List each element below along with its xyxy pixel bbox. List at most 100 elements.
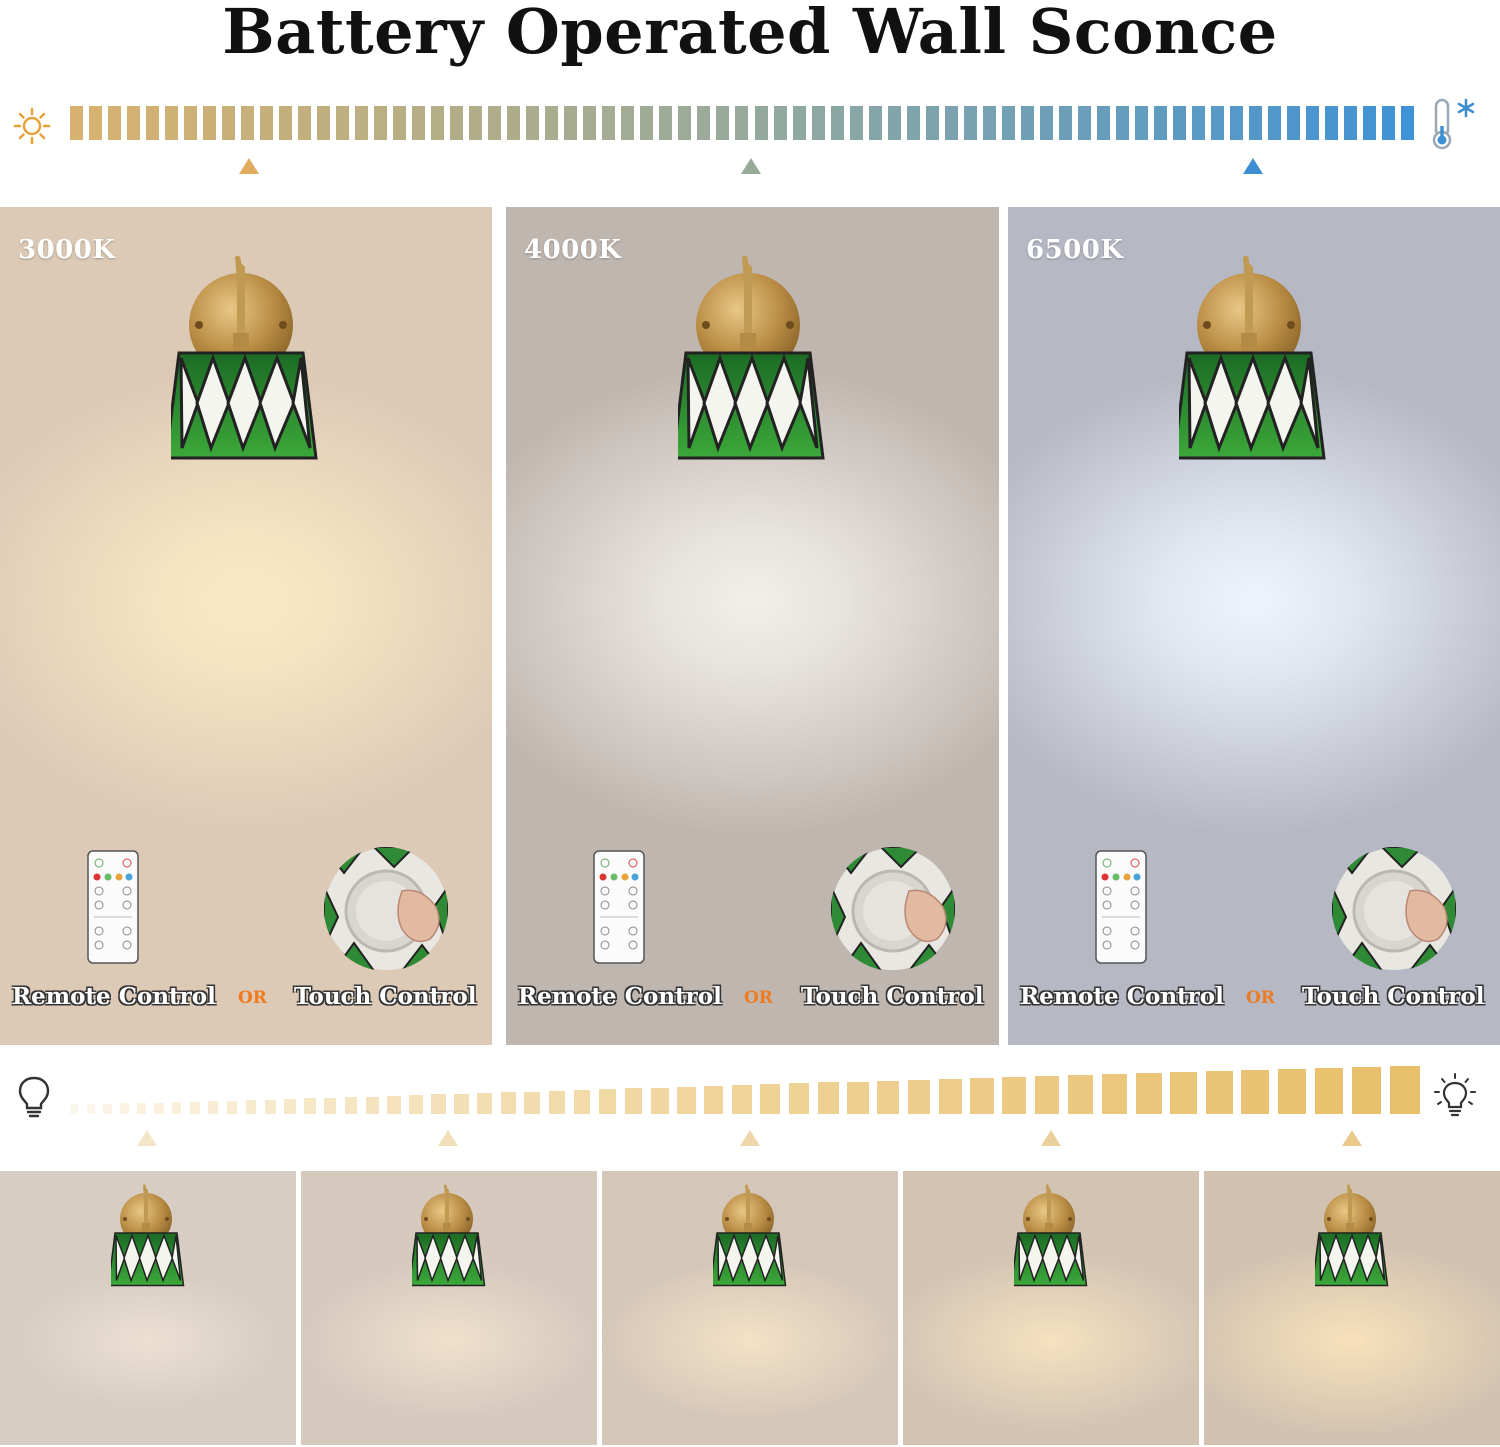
remote-control-image xyxy=(1094,849,1148,965)
temperature-segment xyxy=(1400,106,1414,140)
brightness-segment xyxy=(1067,1075,1094,1114)
brightness-segment xyxy=(1314,1068,1344,1114)
color-temperature-label: 3000K xyxy=(18,235,116,265)
marker-warm xyxy=(239,158,259,174)
brightness-marker xyxy=(438,1130,458,1146)
brightness-segment xyxy=(245,1100,257,1114)
brightness-panel xyxy=(1204,1171,1500,1445)
wall-sconce xyxy=(1172,253,1329,467)
brightness-segment xyxy=(264,1099,276,1114)
temperature-segment xyxy=(336,106,350,140)
brightness-segment xyxy=(524,1091,541,1114)
color-temperature-label: 4000K xyxy=(524,235,622,265)
brightness-segment xyxy=(284,1099,296,1114)
wall-sconce xyxy=(670,253,828,467)
color-temperature-panel: 6500K xyxy=(1008,207,1500,1045)
brightness-segment xyxy=(938,1078,962,1114)
temperature-segment xyxy=(317,106,331,140)
temperature-segment xyxy=(1362,106,1376,140)
brightness-segment xyxy=(817,1082,839,1114)
temperature-segment xyxy=(1305,106,1319,140)
temperature-segment xyxy=(1267,106,1281,140)
temperature-segment xyxy=(412,106,426,140)
brightness-segment xyxy=(677,1086,696,1114)
remote-control-image xyxy=(592,849,646,965)
marker-neutral xyxy=(741,158,761,174)
brightness-marker xyxy=(1041,1130,1061,1146)
brightness-segment xyxy=(1101,1074,1128,1114)
temperature-segment xyxy=(450,106,464,140)
temperature-segment xyxy=(602,106,616,140)
brightness-segment xyxy=(304,1098,316,1114)
temperature-segment xyxy=(811,106,825,140)
brightness-segment xyxy=(387,1095,401,1114)
bulb-on-icon xyxy=(1434,1073,1476,1117)
brightness-segment xyxy=(226,1100,237,1114)
temperature-segment xyxy=(887,106,901,140)
touch-control-label: Touch Control xyxy=(294,983,477,1010)
touch-control-label: Touch Control xyxy=(1302,983,1485,1010)
brightness-segment xyxy=(624,1088,643,1114)
temperature-segment xyxy=(488,106,502,140)
brightness-segment xyxy=(431,1094,446,1114)
temperature-segment xyxy=(944,106,958,140)
temperature-segment xyxy=(469,106,483,140)
wall-sconce xyxy=(709,1183,788,1292)
temperature-segment xyxy=(982,106,996,140)
brightness-segment xyxy=(598,1089,617,1114)
temperature-segment xyxy=(1058,106,1072,140)
temperature-segment xyxy=(507,106,521,140)
bulb-off-icon xyxy=(18,1076,50,1118)
brightness-segment xyxy=(704,1085,724,1114)
temperature-segment xyxy=(374,106,388,140)
temperature-segment xyxy=(678,106,692,140)
temperature-segment xyxy=(963,106,977,140)
brightness-segment xyxy=(500,1092,516,1114)
remote-control-label: Remote Control xyxy=(12,983,216,1010)
brightness-segment xyxy=(1135,1073,1162,1114)
temperature-segment xyxy=(583,106,597,140)
touch-control-label: Touch Control xyxy=(801,983,984,1010)
sun-icon xyxy=(13,107,51,145)
brightness-segment xyxy=(788,1083,810,1114)
brightness-segment xyxy=(477,1093,493,1114)
temperature-segment xyxy=(1020,106,1034,140)
temperature-segment xyxy=(1210,106,1224,140)
temperature-segment xyxy=(868,106,882,140)
wall-sconce xyxy=(107,1183,186,1292)
brightness-segment xyxy=(120,1103,129,1114)
temperature-segment xyxy=(279,106,293,140)
brightness-segment xyxy=(1352,1067,1382,1114)
temperature-segment xyxy=(1191,106,1205,140)
brightness-segment xyxy=(103,1103,112,1114)
temperature-segment xyxy=(545,106,559,140)
temperature-segment xyxy=(1077,106,1091,140)
temperature-segment xyxy=(260,106,274,140)
color-temperature-panel: 4000K xyxy=(506,207,999,1045)
brightness-segment xyxy=(732,1085,752,1114)
brightness-segment xyxy=(344,1097,358,1114)
brightness-segment xyxy=(1034,1076,1060,1114)
temperature-segment xyxy=(127,106,141,140)
temperature-segment xyxy=(564,106,578,140)
temperature-segment xyxy=(526,106,540,140)
brightness-segment xyxy=(409,1095,423,1114)
brightness-segment xyxy=(970,1077,994,1114)
temperature-segment xyxy=(1115,106,1129,140)
remote-control-label: Remote Control xyxy=(518,983,722,1010)
temperature-segment xyxy=(1286,106,1300,140)
wall-sconce xyxy=(1010,1183,1089,1292)
brightness-panel xyxy=(301,1171,597,1445)
temperature-segment xyxy=(1153,106,1167,140)
wall-sconce xyxy=(408,1183,487,1292)
temperature-segment xyxy=(659,106,673,140)
wall-sconce xyxy=(164,253,321,467)
brightness-marker xyxy=(740,1130,760,1146)
brightness-segment xyxy=(86,1103,95,1114)
brightness-segment xyxy=(847,1081,869,1114)
color-temperature-panel: 3000K xyxy=(0,207,492,1045)
temperature-segment xyxy=(165,106,179,140)
temperature-segment xyxy=(792,106,806,140)
brightness-segment xyxy=(548,1090,566,1114)
temperature-segment xyxy=(1324,106,1338,140)
